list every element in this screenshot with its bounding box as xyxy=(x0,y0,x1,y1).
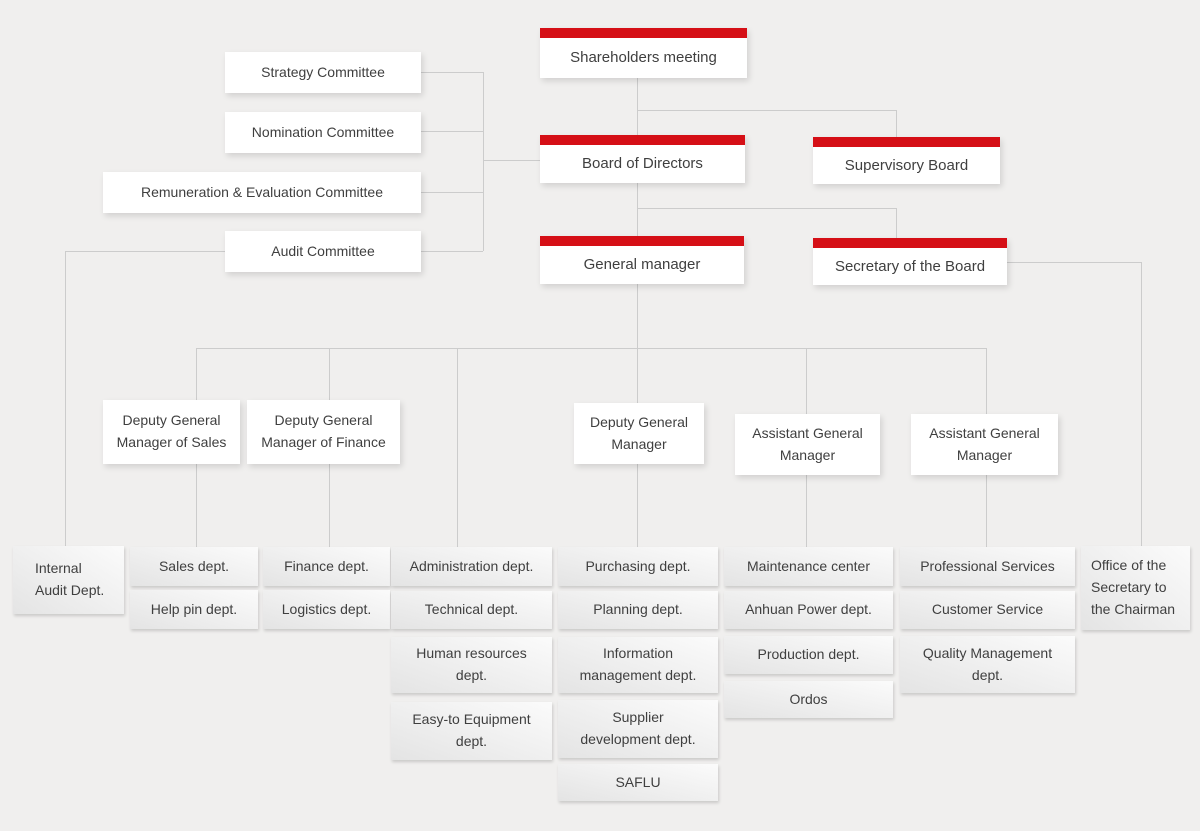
help-pin-dept-box: Help pin dept. xyxy=(130,590,258,629)
ordos-box: Ordos xyxy=(724,681,893,718)
technical-dept-box: Technical dept. xyxy=(391,591,552,629)
assistant-gm-2-box: Assistant General Manager xyxy=(911,414,1058,475)
board-of-directors-box: Board of Directors xyxy=(540,135,745,183)
human-resources-dept-box: Human resources dept. xyxy=(391,637,552,693)
connector-line xyxy=(637,208,896,209)
connector-line xyxy=(421,72,483,73)
logistics-dept-box: Logistics dept. xyxy=(263,590,390,629)
deputy-gm-finance-box: Deputy General Manager of Finance xyxy=(247,400,400,464)
connector-line xyxy=(896,110,897,137)
anhuan-power-dept-box: Anhuan Power dept. xyxy=(724,591,893,629)
supplier-development-dept-box: Supplier development dept. xyxy=(558,700,718,758)
connector-line xyxy=(1007,262,1141,263)
connector-line xyxy=(637,182,638,236)
deputy-gm-box: Deputy General Manager xyxy=(574,403,704,464)
maintenance-center-box: Maintenance center xyxy=(724,547,893,586)
production-dept-box: Production dept. xyxy=(724,636,893,674)
connector-line xyxy=(421,131,483,132)
finance-dept-box: Finance dept. xyxy=(263,547,390,586)
deputy-gm-sales-box: Deputy General Manager of Sales xyxy=(103,400,240,464)
shareholders-meeting-box: Shareholders meeting xyxy=(540,28,747,78)
supervisory-board-box: Supervisory Board xyxy=(813,137,1000,184)
connector-line xyxy=(1141,262,1142,546)
connector-line xyxy=(483,72,484,251)
nomination-committee-box: Nomination Committee xyxy=(225,112,421,153)
quality-management-dept-box: Quality Management dept. xyxy=(900,636,1075,693)
administration-dept-box: Administration dept. xyxy=(391,547,552,586)
connector-line xyxy=(637,110,896,111)
saflu-box: SAFLU xyxy=(558,764,718,801)
information-management-dept-box: Information management dept. xyxy=(558,637,718,693)
planning-dept-box: Planning dept. xyxy=(558,591,718,629)
customer-service-box: Customer Service xyxy=(900,591,1075,629)
connector-line xyxy=(896,208,897,238)
connector-line xyxy=(457,348,458,547)
connector-line xyxy=(483,160,540,161)
office-of-secretary-box: Office of the Secretary to the Chairman xyxy=(1081,546,1190,630)
secretary-of-the-board-box: Secretary of the Board xyxy=(813,238,1007,285)
internal-audit-dept-box: Internal Audit Dept. xyxy=(13,546,124,614)
general-manager-box: General manager xyxy=(540,236,744,284)
professional-services-box: Professional Services xyxy=(900,547,1075,586)
connector-line xyxy=(196,348,986,349)
easy-to-equipment-dept-box: Easy-to Equipment dept. xyxy=(391,702,552,760)
connector-line xyxy=(637,283,638,348)
sales-dept-box: Sales dept. xyxy=(130,547,258,586)
audit-committee-box: Audit Committee xyxy=(225,231,421,272)
connector-line xyxy=(637,76,638,135)
purchasing-dept-box: Purchasing dept. xyxy=(558,547,718,586)
remuneration-evaluation-committee-box: Remuneration & Evaluation Committee xyxy=(103,172,421,213)
strategy-committee-box: Strategy Committee xyxy=(225,52,421,93)
assistant-gm-1-box: Assistant General Manager xyxy=(735,414,880,475)
connector-line xyxy=(421,192,483,193)
connector-line xyxy=(65,251,66,546)
